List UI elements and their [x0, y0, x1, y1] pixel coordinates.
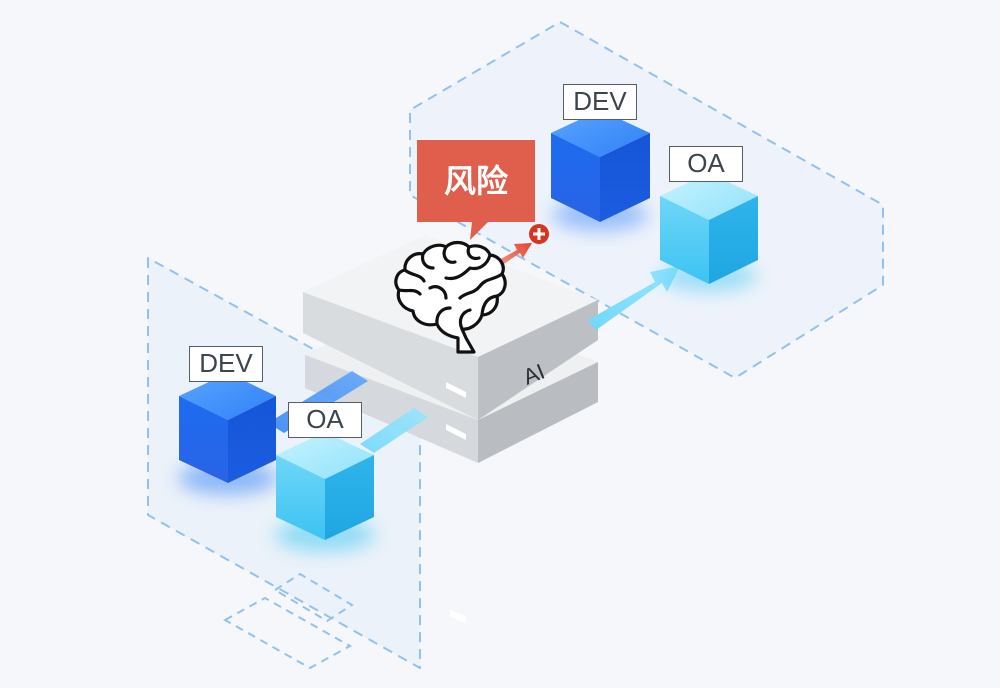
right-zone-outline	[409, 20, 884, 380]
right-dev-tag: DEV	[563, 84, 637, 120]
risk-label: 风险	[443, 162, 508, 200]
left-dev-cube	[178, 373, 278, 495]
right-dev-cube	[551, 110, 650, 231]
left-oa-cube	[275, 432, 375, 552]
right-oa-cube	[660, 173, 758, 292]
risk-bubble	[417, 140, 535, 240]
left-dev-tag: DEV	[189, 346, 263, 382]
left-oa-tag: OA	[288, 402, 362, 438]
arrow-icon	[588, 266, 680, 330]
risk-badge-icon	[529, 224, 549, 244]
brain-icon	[394, 240, 507, 354]
right-oa-tag: OA	[669, 146, 743, 182]
